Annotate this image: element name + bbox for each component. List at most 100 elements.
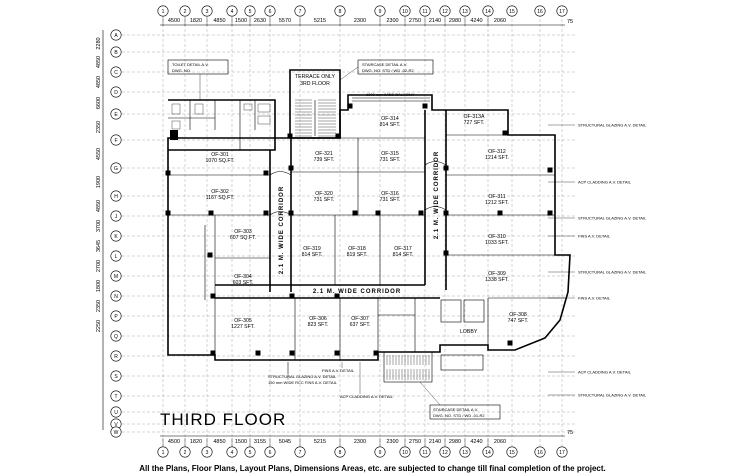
svg-text:A: A [114,33,118,39]
row-grid-bubble: G [110,162,122,174]
column [335,133,341,139]
bottom-dimension: 2300 [354,439,366,445]
top-dimension: 2060 [494,18,506,24]
room-area: 603 SFT. [233,280,254,286]
svg-text:F: F [114,138,117,144]
column [547,210,553,216]
room-id: OF-301 [211,152,229,158]
svg-text:Q: Q [114,334,118,340]
leader-note: STRUCTURAL GLAZING A.V. DETAIL [548,123,647,128]
column-grid-bubble: 6 [264,5,276,17]
room-id: OF-314 [381,116,399,122]
left-dimension: 6600 [96,97,102,109]
row-grid-bubble: A [110,29,122,41]
svg-text:DWG. NO.: DWG. NO. [172,68,191,73]
row-grid-bubble: S [110,370,122,382]
column-grid-bubble: 8 [334,446,346,458]
column [443,210,449,216]
room-id: OF-318 [348,246,366,252]
room-area: 1033 SFT. [485,240,509,246]
svg-text:16: 16 [537,450,543,456]
column [502,130,508,136]
svg-text:2: 2 [184,450,187,456]
row-grid-bubble: P [110,310,122,322]
column-grid-bubble: 1 [157,5,169,17]
svg-text:15: 15 [509,9,515,15]
top-dimension: 5570 [279,18,291,24]
leader-note: STRUCTURAL GLAZING A.V. DETAIL [548,216,647,221]
room-id: OF-319 [303,246,321,252]
column [207,252,213,258]
room-area: 814 SFT. [393,252,414,258]
column-grid-bubble: 4 [226,446,238,458]
room-area: 1167 SQ.FT. [206,195,235,201]
column [547,167,553,173]
room-id: OF-312 [488,149,506,155]
left-dimension: 1900 [96,176,102,188]
column-grid-bubble: 13 [459,5,471,17]
svg-text:12: 12 [442,450,448,456]
corridor-horizontal-label: 2.1 M. WIDE CORRIDOR [313,289,401,295]
row-grid-bubble: R [110,350,122,362]
column [288,165,294,171]
balcony [352,97,430,102]
column-grid-bubble: 9 [374,446,386,458]
room-id: OF-309 [488,271,506,277]
column-grid-bubble: 8 [334,5,346,17]
row-grid-bubble: D [110,86,122,98]
room-area: 731 SFT. [380,157,401,163]
terrace-label-line2: 3RD FLOOR [300,81,330,87]
svg-text:DWG. NO. STD / WD -01-R2: DWG. NO. STD / WD -01-R2 [433,413,485,418]
column-grid-bubble: 5 [244,446,256,458]
svg-text:14: 14 [485,9,491,15]
room-id: OF-307 [351,316,369,322]
corridor-right-label: 2.1 M. WIDE CORRIDOR [434,151,440,239]
bottom-dimension: 2140 [429,439,441,445]
room-area: 823 SFT. [308,322,329,328]
svg-text:10: 10 [402,9,408,15]
svg-text:N: N [114,294,118,300]
column-grid-bubble: 10 [399,446,411,458]
bottom-dimension: 4850 [213,439,225,445]
right-leader-notes: STRUCTURAL GLAZING A.V. DETAIL ACP CLADDI… [548,123,647,398]
room-area: 747 SFT. [508,318,529,324]
bottom-dimension: 2300 [386,439,398,445]
leader-note: 150 mm WIDE RCC FINS A.V. DETAIL [268,362,338,385]
terrace-label-line1: TERRACE ONLY [295,74,336,80]
svg-text:FINS A.V. DETAIL: FINS A.V. DETAIL [578,296,611,301]
balcony-label: 1200 mm WIDE BALCONY [366,92,415,97]
column-grid-bubble: 2 [179,5,191,17]
staircase-top-callout: STAIRCASE DETAIL A.V. DWG. NO. STD / WD … [339,59,434,81]
left-dimension: 3700 [96,220,102,232]
svg-text:150 mm WIDE RCC FINS A.V. DETA: 150 mm WIDE RCC FINS A.V. DETAIL [268,380,338,385]
column-grid-bubble: 7 [294,5,306,17]
top-dimension: 4500 [168,18,180,24]
svg-text:U: U [114,410,118,416]
left-dimension: 4550 [96,148,102,160]
room-area: 814 SFT. [380,122,401,128]
svg-text:ACP CLADDING A.V. DETAIL: ACP CLADDING A.V. DETAIL [340,394,394,399]
leader-note: FINS A.V. DETAIL [548,296,611,301]
row-grid-bubble: U [110,406,122,418]
left-dimension: 1800 [96,280,102,292]
room-id: OF-305 [234,318,252,324]
row-grid-bubble: K [110,230,122,242]
svg-text:TOILET DETAIL A.V.: TOILET DETAIL A.V. [172,62,209,67]
row-grid-bubble: J [110,210,122,222]
leader-note: ACP CLADDING A.V. DETAIL [548,180,632,185]
svg-text:ACP CLADDING A.V. DETAIL: ACP CLADDING A.V. DETAIL [578,180,632,185]
svg-text:STRUCTURAL GLAZING A.V. DETAIL: STRUCTURAL GLAZING A.V. DETAIL [578,270,647,275]
svg-text:K: K [114,234,118,240]
column [255,350,261,356]
room-id: OF-310 [488,234,506,240]
column-grid-bubble: 5 [244,5,256,17]
